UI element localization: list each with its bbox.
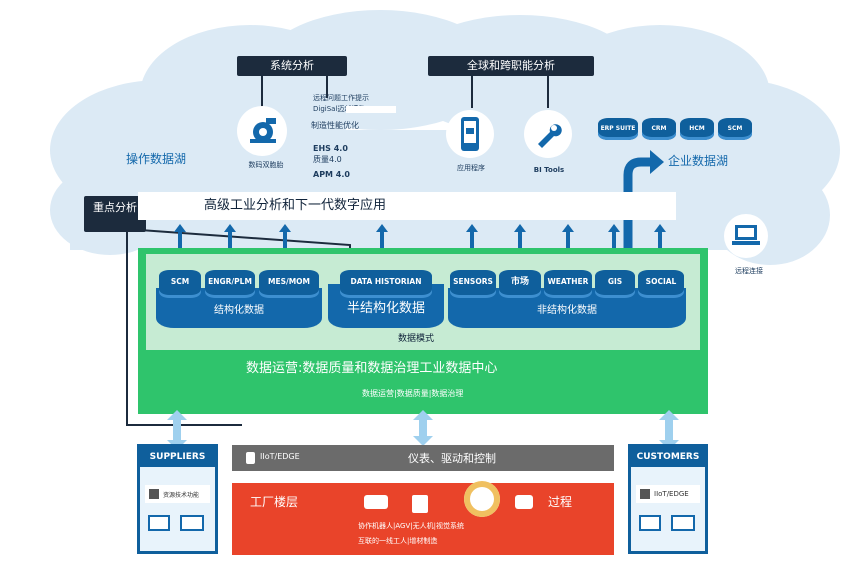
process-label: 过程	[548, 495, 573, 509]
semi-db-data-historian: DATA HISTORIAN	[340, 270, 432, 298]
server-icon	[640, 489, 650, 499]
enterprise-db-erp: ERP SUITE	[598, 118, 638, 140]
iiot-edge-tag: IIoT/EDGE	[260, 452, 300, 461]
factory-line-1: 协作机器人|AGV|无人机|视觉系统	[358, 522, 464, 530]
smartphone-icon	[461, 117, 479, 151]
bi-tools-label: BI Tools	[533, 166, 565, 174]
customers-inner-tag: IIoT/EDGE	[636, 485, 700, 503]
wrench-icon	[538, 124, 562, 148]
enterprise-lake-arrow	[623, 157, 650, 248]
laptop-icon	[732, 225, 760, 245]
advanced-analytics-banner: 高级工业分析和下一代数字应用	[138, 192, 676, 220]
unstructured-db-weather: WEATHER	[544, 270, 592, 298]
data-ops-subtitle: 数据运营|数据质量|数据治理	[362, 389, 464, 398]
instrumentation-label: 仪表、驱动和控制	[408, 452, 496, 465]
truck-icon	[180, 515, 204, 531]
digital-note-2: DigiSal迈越模数	[313, 105, 366, 113]
database-icon	[246, 452, 255, 464]
key-analysis-label: 重点分析	[84, 196, 146, 232]
remote-connection-label: 远程连接	[735, 267, 763, 275]
unstructured-db-gis: GIS	[595, 270, 635, 298]
ehs-label: EHS 4.0	[313, 144, 348, 153]
quality-label: 质量4.0	[313, 155, 342, 164]
data-ops-title: 数据运营:数据质量和数据治理工业数据中心	[246, 361, 498, 376]
drone-icon	[515, 495, 533, 509]
structured-db-scm: SCM	[159, 270, 201, 298]
digital-note-1: 远程问题工作提示	[313, 94, 369, 102]
key-analysis-connector	[126, 230, 242, 426]
robot-icon	[364, 495, 388, 509]
enterprise-data-lake-label: 企业数据湖	[668, 154, 729, 168]
unstructured-data-label: 非结构化数据	[537, 305, 597, 316]
unstructured-db-sensors: SENSORS	[450, 270, 496, 298]
enterprise-db-scm: SCM	[718, 118, 752, 140]
system-analysis-label: 系统分析	[237, 56, 347, 76]
connector-arrows	[167, 410, 679, 450]
suppliers-icons	[148, 515, 215, 531]
digital-twin-label: 数码双胞胎	[248, 161, 284, 169]
semi-structured-data-label: 半结构化数据	[346, 301, 425, 316]
tablet-icon	[412, 495, 428, 513]
customers-title: CUSTOMERS	[631, 447, 705, 467]
digital-note-3: 制造性能优化	[311, 121, 359, 130]
suppliers-inner-tag: 资源技术功能	[145, 485, 210, 503]
structured-db-mes-mom: MES/MOM	[259, 270, 319, 298]
enterprise-db-crm: CRM	[642, 118, 676, 140]
suppliers-box: SUPPLIERS 资源技术功能	[137, 444, 218, 554]
suppliers-title: SUPPLIERS	[140, 447, 215, 467]
apps-label: 应用程序	[457, 164, 485, 172]
factory-line-2: 互联的一线工人|增材制造	[358, 537, 438, 545]
scanner-icon	[639, 515, 661, 531]
customers-icons	[639, 515, 705, 531]
truck-icon	[671, 515, 695, 531]
ops-data-lake-label: 操作数据湖	[126, 152, 187, 166]
unstructured-db-market: 市场	[499, 270, 541, 298]
data-model-label: 数据模式	[398, 334, 435, 344]
instrumentation-band: IIoT/EDGE 仪表、驱动和控制	[232, 445, 614, 471]
up-arrows	[174, 224, 666, 252]
suppliers-inner-label: 资源技术功能	[163, 491, 200, 499]
customers-inner-label: IIoT/EDGE	[654, 490, 689, 498]
worker-icon	[464, 481, 500, 517]
factory-floor-label: 工厂楼层	[250, 495, 299, 509]
global-analysis-label: 全球和跨职能分析	[428, 56, 594, 76]
server-icon	[149, 489, 159, 499]
pump-icon	[250, 118, 276, 143]
scanner-icon	[148, 515, 170, 531]
structured-db-engr-plm: ENGR/PLM	[205, 270, 255, 298]
factory-floor-band: 工厂楼层 过程 协作机器人|AGV|无人机|视觉系统 互联的一线工人|增材制造	[232, 481, 614, 555]
unstructured-db-social: SOCIAL	[638, 270, 684, 298]
customers-box: CUSTOMERS IIoT/EDGE	[628, 444, 708, 554]
enterprise-db-hcm: HCM	[680, 118, 714, 140]
apm-label: APM 4.0	[313, 170, 350, 179]
digital-note-white-bar	[346, 106, 396, 113]
structured-data-label: 结构化数据	[214, 305, 264, 316]
